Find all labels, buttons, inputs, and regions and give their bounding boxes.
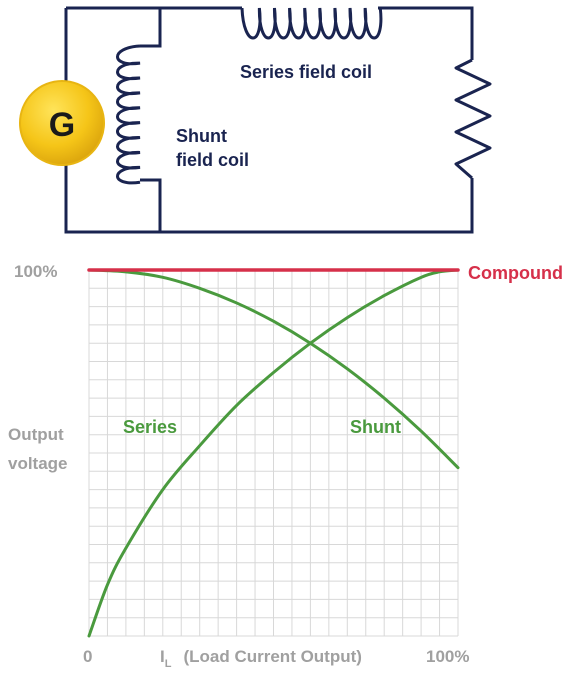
chart-curves [87, 268, 460, 638]
shunt-coil-label-line1: Shunt [176, 126, 227, 146]
series-curve-label: Series [123, 417, 177, 437]
shunt-field-coil [116, 44, 141, 185]
shunt-coil-label-line2: field coil [176, 150, 249, 170]
wire-top-right [378, 6, 474, 60]
y-tick-max: 100% [14, 262, 57, 281]
x-axis-label-main: I [160, 647, 165, 666]
y-axis-label-line2: voltage [8, 454, 68, 473]
x-axis-label: IL (Load Current Output) [160, 647, 362, 670]
x-axis-label-text: (Load Current Output) [183, 647, 361, 666]
series-field-coil [240, 7, 383, 40]
shunt-coil-loops [116, 44, 141, 185]
series-coil-loops [240, 7, 383, 40]
generator-circle [19, 80, 105, 166]
series-coil-label: Series field coil [240, 62, 372, 82]
wire-resistor-bottom [64, 8, 474, 234]
x-tick-max: 100% [426, 647, 469, 666]
x-axis-label-subscript: L [165, 658, 172, 670]
wire-shunt-top [140, 8, 162, 48]
shunt-curve-label: Shunt [350, 417, 401, 437]
generator-label: G [49, 106, 75, 144]
circuit-diagram: G Series field coil Shunt field coil [19, 6, 492, 234]
x-tick-min: 0 [83, 647, 92, 666]
chart-grid [88, 269, 459, 637]
y-axis-label-line1: Output [8, 425, 64, 444]
wire-shunt-bottom [140, 178, 162, 232]
shunt-curve [87, 268, 460, 470]
compound-curve-label: Compound [468, 263, 563, 283]
series-curve [87, 268, 460, 638]
load-resistor [454, 58, 492, 180]
voltage-current-chart: 100% Output voltage 0 100% IL (Load Curre… [8, 262, 563, 670]
